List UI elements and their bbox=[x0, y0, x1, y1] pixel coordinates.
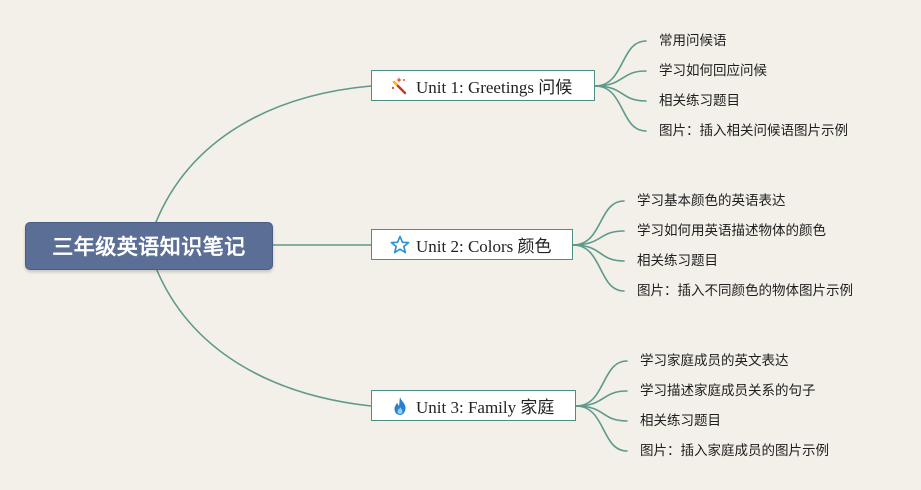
unit-2-leaf-1[interactable]: 学习基本颜色的英语表达 bbox=[637, 193, 786, 209]
unit-3-topic[interactable]: Unit 3: Family 家庭 bbox=[371, 390, 576, 421]
unit-1-topic[interactable]: Unit 1: Greetings 问候 bbox=[371, 70, 595, 101]
link-unit-2-leaf-2 bbox=[572, 230, 625, 246]
root-topic[interactable]: 三年级英语知识笔记 bbox=[25, 222, 273, 270]
link-unit-3-leaf-1 bbox=[575, 360, 628, 407]
link-unit-2-leaf-3 bbox=[572, 244, 625, 262]
unit-1-leaf-4[interactable]: 图片：插入相关问候语图片示例 bbox=[659, 123, 848, 139]
link-root-unit-1 bbox=[155, 85, 372, 223]
link-unit-3-leaf-3 bbox=[575, 405, 628, 422]
link-unit-2-leaf-4 bbox=[572, 244, 625, 292]
unit-3-leaf-3[interactable]: 相关练习题目 bbox=[640, 413, 721, 429]
link-unit-1-leaf-1 bbox=[594, 40, 647, 87]
unit-2-label: Unit 2: Colors 颜色 bbox=[416, 237, 552, 256]
unit-3-leaf-2[interactable]: 学习描述家庭成员关系的句子 bbox=[640, 383, 816, 399]
magic-wand-icon bbox=[389, 75, 411, 97]
root-topic-label: 三年级英语知识笔记 bbox=[52, 235, 246, 259]
unit-2-leaf-3[interactable]: 相关练习题目 bbox=[637, 253, 718, 269]
link-unit-1-leaf-3 bbox=[594, 85, 647, 102]
unit-1-leaf-1[interactable]: 常用问候语 bbox=[659, 33, 727, 49]
unit-3-leaf-4[interactable]: 图片：插入家庭成员的图片示例 bbox=[640, 443, 829, 459]
unit-2-topic[interactable]: Unit 2: Colors 颜色 bbox=[371, 229, 573, 260]
unit-2-leaf-2[interactable]: 学习如何用英语描述物体的颜色 bbox=[637, 223, 826, 239]
link-unit-3-leaf-4 bbox=[575, 405, 628, 452]
unit-3-leaf-1[interactable]: 学习家庭成员的英文表达 bbox=[640, 353, 789, 369]
link-unit-1-leaf-4 bbox=[594, 85, 647, 132]
unit-3-label: Unit 3: Family 家庭 bbox=[416, 398, 555, 417]
star-icon bbox=[389, 234, 411, 256]
unit-1-leaf-2[interactable]: 学习如何回应问候 bbox=[659, 63, 767, 79]
unit-1-leaf-3[interactable]: 相关练习题目 bbox=[659, 93, 740, 109]
link-unit-3-leaf-2 bbox=[575, 390, 628, 407]
link-unit-1-leaf-2 bbox=[594, 70, 647, 87]
link-unit-2-leaf-1 bbox=[572, 200, 625, 246]
unit-2-leaf-4[interactable]: 图片：插入不同颜色的物体图片示例 bbox=[637, 283, 853, 299]
unit-1-label: Unit 1: Greetings 问候 bbox=[416, 78, 573, 97]
link-root-unit-3 bbox=[155, 267, 372, 407]
flame-icon bbox=[389, 395, 411, 417]
